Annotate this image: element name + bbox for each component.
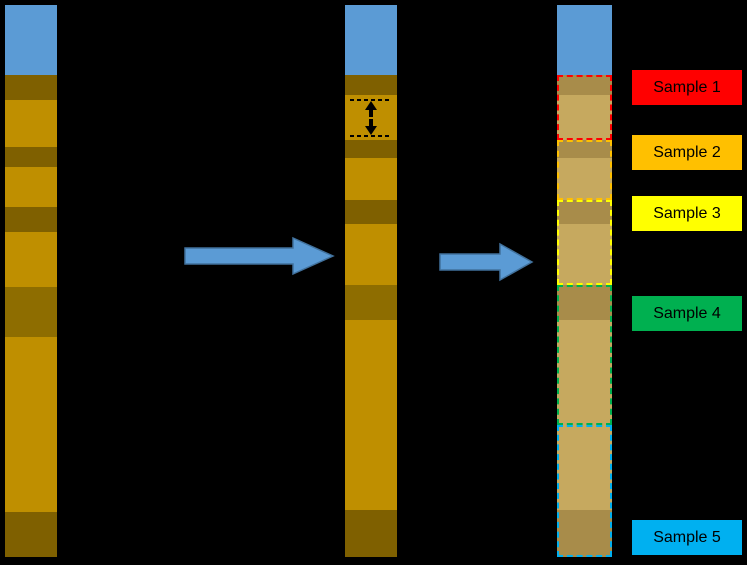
measured-gold-layer	[345, 95, 397, 140]
light-tan-layer	[557, 95, 612, 140]
gold-sediment-layer	[5, 167, 57, 207]
dark-sediment-layer	[5, 512, 57, 557]
gold-sediment-layer	[5, 232, 57, 287]
sample-label-5: Sample 5	[632, 520, 742, 555]
light-tan-layer	[557, 320, 612, 510]
water-layer	[5, 5, 57, 75]
measured-core-column	[345, 5, 397, 557]
dark-sediment-layer	[345, 75, 397, 95]
water-layer	[345, 5, 397, 75]
dark-tan-layer	[557, 285, 612, 320]
subsampled-core-column	[557, 5, 612, 557]
sample-label-4: Sample 4	[632, 296, 742, 331]
dark-sediment-layer	[5, 75, 57, 100]
water-layer	[557, 5, 612, 75]
sample-label-2: Sample 2	[632, 135, 742, 170]
dark-tan-layer	[557, 200, 612, 224]
gold-sediment-layer	[345, 158, 397, 200]
light-tan-layer	[557, 224, 612, 285]
olive-sediment-layer	[5, 287, 57, 337]
dark-tan-layer	[557, 140, 612, 158]
dark-sediment-layer	[345, 140, 397, 158]
light-tan-layer	[557, 158, 612, 200]
dark-sediment-layer	[345, 510, 397, 557]
gold-sediment-layer	[5, 100, 57, 147]
dark-sediment-layer	[5, 207, 57, 232]
sample-legend: Sample 1 Sample 2 Sample 3 Sample 4 Sample 5	[632, 0, 742, 565]
sample-label-3: Sample 3	[632, 196, 742, 231]
gold-sediment-layer	[345, 224, 397, 285]
process-arrow-1	[184, 236, 335, 276]
gold-sediment-layer	[5, 337, 57, 512]
dark-sediment-layer	[5, 147, 57, 167]
dark-tan-layer	[557, 75, 612, 95]
gold-sediment-layer	[345, 320, 397, 510]
sample-label-1: Sample 1	[632, 70, 742, 105]
olive-sediment-layer	[345, 285, 397, 320]
dark-tan-layer	[557, 510, 612, 557]
dark-sediment-layer	[345, 200, 397, 224]
process-arrow-2	[439, 242, 534, 282]
recovered-core-column	[5, 5, 57, 557]
